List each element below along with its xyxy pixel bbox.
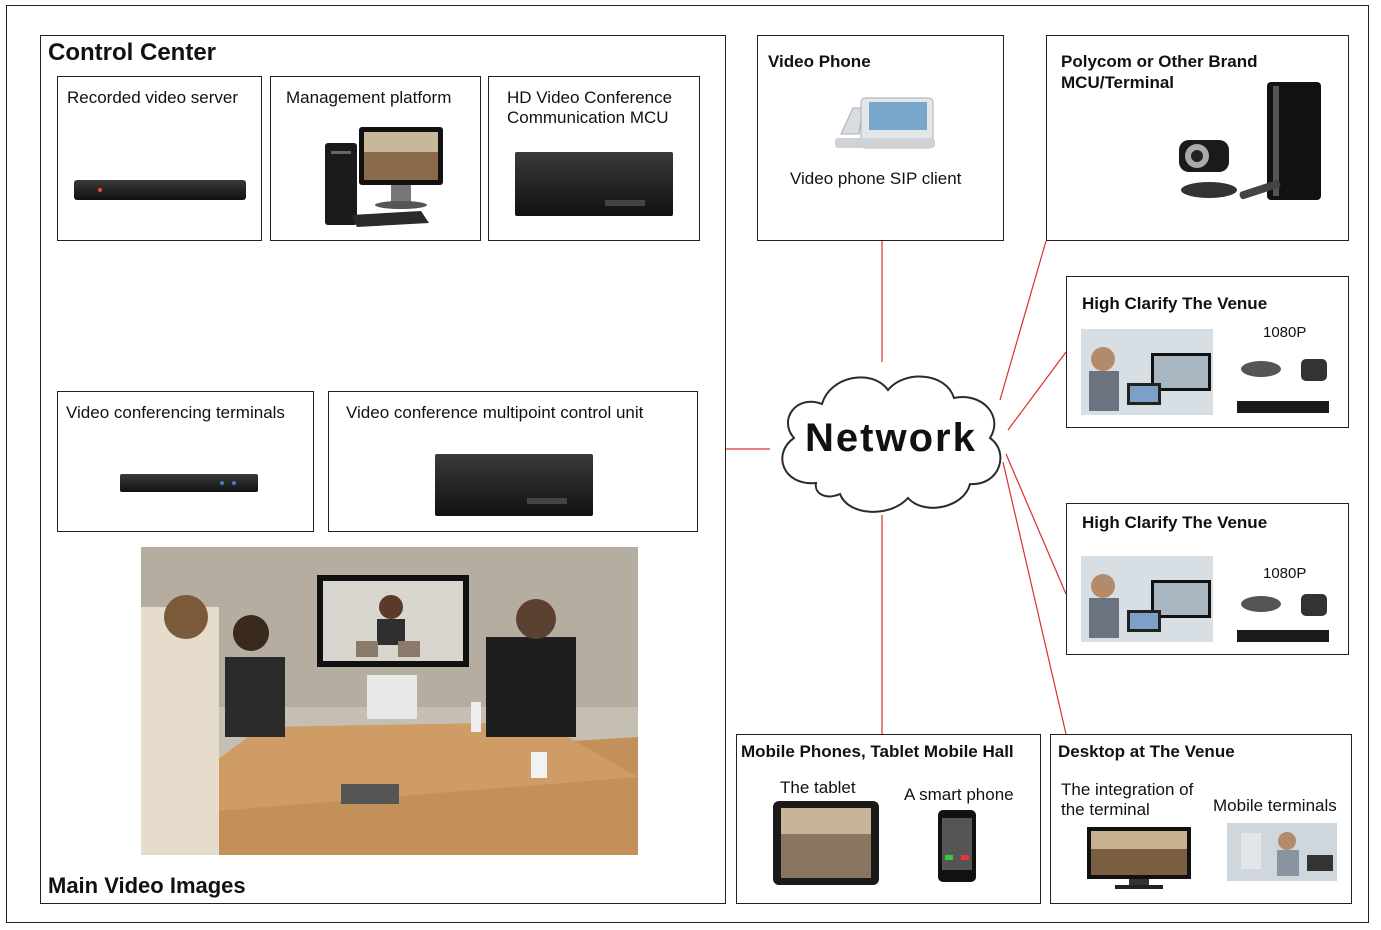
mobile-terminals-label: Mobile terminals <box>1213 796 1337 815</box>
server-device-icon <box>74 180 246 200</box>
mcu-device-icon <box>515 152 673 216</box>
terminal-device-icon <box>120 474 258 492</box>
polycom-title-line1: Polycom or Other Brand <box>1061 52 1258 71</box>
venue2-resolution: 1080P <box>1263 565 1307 582</box>
desktop-tv-icon <box>1087 827 1191 889</box>
computer-icon <box>325 127 443 227</box>
video-phone-title: Video Phone <box>768 52 871 71</box>
network-label: Network <box>805 416 977 460</box>
venue2-box: High Clarify The Venue 1080P <box>1066 503 1349 655</box>
video-phone-box: Video Phone Video phone SIP client <box>757 35 1004 241</box>
management-platform-label: Management platform <box>286 88 452 107</box>
tablet-icon <box>773 801 879 885</box>
terminals-label: Video conferencing terminals <box>66 403 285 422</box>
polycom-title-line2: MCU/Terminal <box>1061 73 1175 92</box>
terminals-box: Video conferencing terminals <box>57 391 314 532</box>
multipoint-device-icon <box>435 454 593 516</box>
conference-room-illustration <box>141 547 638 855</box>
multipoint-label: Video conference multipoint control unit <box>346 403 644 422</box>
mcu-label-line1: HD Video Conference <box>507 88 673 107</box>
multipoint-box: Video conference multipoint control unit <box>328 391 698 532</box>
wire-desktop <box>1002 461 1067 735</box>
mobile-terminal-photo <box>1227 823 1337 881</box>
smartphone-icon <box>938 810 976 882</box>
venue2-photo <box>1081 556 1329 642</box>
venue2-title: High Clarify The Venue <box>1082 513 1268 532</box>
recorded-server-box: Recorded video server <box>57 76 262 241</box>
video-phone-icon <box>835 97 935 149</box>
wire-venue1 <box>1007 351 1067 431</box>
wire-venue2 <box>1005 453 1067 595</box>
wire-polycom <box>999 240 1047 401</box>
network-cloud <box>781 375 1002 513</box>
mcu-label-line2: Communication MCU <box>507 108 669 127</box>
integration-label-line2: the terminal <box>1061 800 1150 819</box>
control-center-title: Control Center <box>48 39 216 66</box>
venue1-box: High Clarify The Venue 1080P <box>1066 276 1349 428</box>
smartphone-label: A smart phone <box>904 785 1014 804</box>
tablet-label: The tablet <box>780 778 856 797</box>
recorded-server-label: Recorded video server <box>67 88 239 107</box>
desktop-title: Desktop at The Venue <box>1058 742 1235 761</box>
venue1-title: High Clarify The Venue <box>1082 294 1268 313</box>
desktop-box: Desktop at The Venue The integration of … <box>1050 734 1352 904</box>
integration-label-line1: The integration of <box>1061 780 1194 799</box>
polycom-device-icon <box>1179 82 1321 200</box>
main-video-photo <box>141 547 638 855</box>
mcu-box: HD Video Conference Communication MCU <box>488 76 700 241</box>
venue1-photo <box>1081 329 1329 415</box>
video-phone-caption: Video phone SIP client <box>790 169 962 188</box>
main-video-images-title: Main Video Images <box>48 873 246 898</box>
mobile-box: Mobile Phones, Tablet Mobile Hall The ta… <box>736 734 1041 904</box>
polycom-box: Polycom or Other Brand MCU/Terminal <box>1046 35 1349 241</box>
diagram-frame <box>6 5 1369 923</box>
venue1-resolution: 1080P <box>1263 324 1307 341</box>
mobile-title: Mobile Phones, Tablet Mobile Hall <box>741 742 1014 761</box>
management-platform-box: Management platform <box>270 76 481 241</box>
